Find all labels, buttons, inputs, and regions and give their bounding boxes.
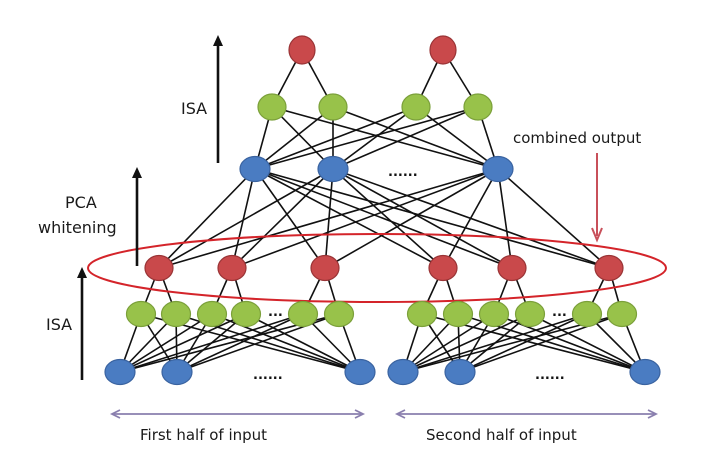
edge [254,106,417,170]
second-half-label: Second half of input [426,426,577,444]
edge [254,168,513,269]
second-half-span-arrow [394,409,659,419]
edge [402,313,531,373]
second-half-input-node [629,358,661,386]
edge [158,168,334,269]
combined-output-ellipse [87,233,667,303]
edge [332,106,479,170]
edge [231,168,499,269]
top-input-node [482,155,514,183]
second-half-hidden-node [571,300,603,328]
top-input-node [317,155,349,183]
second-half-hidden-node [442,300,474,328]
edge [231,168,334,269]
edge [332,168,444,269]
first-half-input-node [104,358,136,386]
edge [497,168,610,269]
first-half-hidden-node [125,300,157,328]
edge [324,168,499,269]
top-hidden-node [257,93,287,121]
combined-output-node [594,254,624,282]
top-hidden-node [463,93,493,121]
edge [402,313,495,373]
top-output-node [288,35,316,65]
edge [119,313,304,373]
first-half-span-arrow [109,409,366,419]
second-half-hidden-node [406,300,438,328]
edge [245,313,361,373]
first-half-label: First half of input [140,426,267,444]
second-half-hidden-node [514,300,546,328]
second-half-input-node [387,358,419,386]
edge [119,313,213,373]
first-half-hidden-node [160,300,192,328]
edge [231,168,256,269]
isa-top-arrow [213,35,223,163]
isa-bottom-arrow [77,267,87,380]
edge [332,168,513,269]
top-input-ellipsis: ...... [388,165,418,180]
first-input-ellipsis: ...... [253,368,283,383]
isa-bottom-label: ISA [46,315,72,334]
edge [176,313,304,373]
second-hidden-ellipsis: ... [552,305,567,320]
combined-output-node [428,254,458,282]
pca-label: PCA [65,193,97,212]
first-hidden-ellipsis: ... [268,305,283,320]
first-half-hidden-node [287,300,319,328]
edge [254,168,326,269]
edge [402,313,588,373]
first-half-hidden-node [323,300,355,328]
edge [271,106,499,170]
edge [158,168,256,269]
combined-output-node [310,254,340,282]
edge [332,106,499,170]
second-half-hidden-node [606,300,638,328]
combined-output-pointer-arrow [591,153,603,243]
edge [459,313,588,373]
top-output-node [429,35,457,65]
first-half-input-node [161,358,193,386]
edge [332,106,417,170]
edge [119,313,247,373]
edge [271,106,334,170]
top-hidden-node [401,93,431,121]
pca-whitening-arrow [132,167,142,266]
combined-output-label: combined output [513,129,641,147]
second-input-ellipsis: ...... [535,368,565,383]
edge [254,106,479,170]
first-half-hidden-node [230,300,262,328]
edge [254,168,610,269]
second-half-input-node [444,358,476,386]
top-input-node [239,155,271,183]
edge [529,313,646,373]
second-half-hidden-node [478,300,510,328]
first-half-input-node [344,358,376,386]
combined-output-node [144,254,174,282]
edge [442,168,499,269]
edge [415,106,499,170]
nodes-layer [104,35,661,386]
edge [158,168,499,269]
whitening-label: whitening [38,218,117,237]
isa-top-label: ISA [181,99,207,118]
combined-output-node [217,254,247,282]
top-hidden-node [318,93,348,121]
edge [497,168,513,269]
combined-output-node [497,254,527,282]
first-half-hidden-node [196,300,228,328]
edge [254,106,334,170]
edge [254,168,444,269]
